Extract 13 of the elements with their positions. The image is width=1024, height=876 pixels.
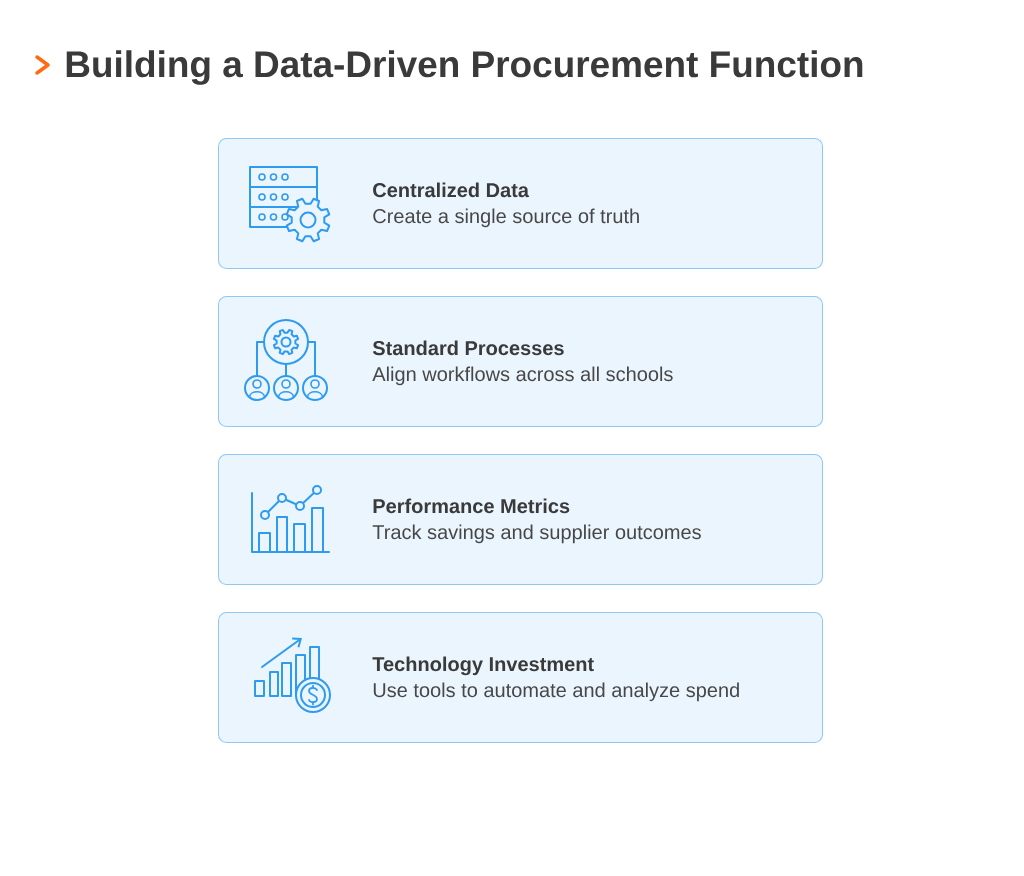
- card-heading: Performance Metrics: [373, 498, 570, 514]
- card-text: Track savings and supplier outcomes: [372, 524, 701, 544]
- card-text: Use tools to automate and analyze spend: [373, 682, 739, 702]
- card-heading: Centralized Data: [373, 182, 530, 198]
- card-text: Align workflows across all schools: [372, 366, 673, 386]
- card-heading: Standard Processes: [372, 340, 564, 356]
- card-heading: Technology Investment: [372, 656, 594, 676]
- info-card: [218, 612, 823, 743]
- card-text: Create a single source of truth: [373, 208, 639, 228]
- info-card: [218, 454, 823, 585]
- info-card: [218, 138, 823, 269]
- title: Building a Data-Driven Procurement Function: [66, 50, 863, 85]
- info-card: [218, 296, 823, 427]
